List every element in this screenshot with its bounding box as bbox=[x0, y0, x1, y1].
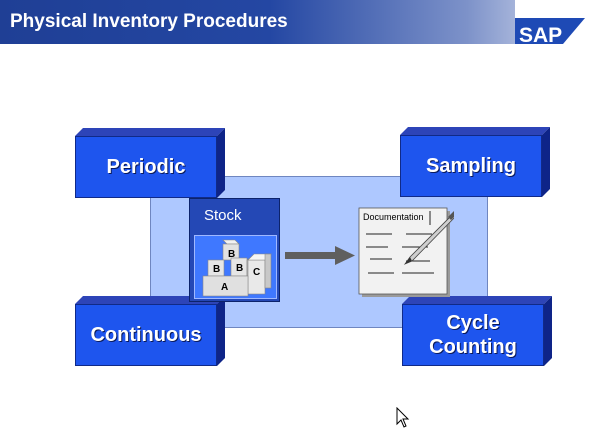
continuous-label: Continuous bbox=[75, 304, 217, 366]
sap-logo-text: SAP bbox=[519, 24, 562, 44]
crate-label: B bbox=[213, 264, 220, 275]
cycle-counting-line1: Cycle bbox=[446, 312, 500, 334]
cycle-counting-line2: Counting bbox=[429, 336, 517, 358]
pen-icon bbox=[403, 211, 454, 265]
stock-label: Stock bbox=[204, 207, 242, 224]
periodic-label: Periodic bbox=[75, 136, 217, 198]
continuous-box: Continuous bbox=[75, 296, 225, 366]
sampling-box: Sampling bbox=[400, 127, 550, 197]
page-title: Physical Inventory Procedures bbox=[10, 11, 288, 32]
cycle-counting-label: Cycle Counting bbox=[402, 304, 544, 366]
crates-icon: B B B C A bbox=[194, 235, 277, 299]
crate-label: A bbox=[221, 282, 228, 293]
periodic-box: Periodic bbox=[75, 128, 225, 198]
crate-label: B bbox=[228, 249, 235, 260]
documentation-sheet bbox=[358, 207, 454, 297]
documentation-title: Documentation bbox=[363, 212, 424, 222]
crate-label: B bbox=[236, 263, 243, 274]
sap-logo: SAP bbox=[515, 0, 599, 44]
header-bar: Physical Inventory Procedures SAP bbox=[0, 0, 599, 44]
cycle-counting-box: Cycle Counting bbox=[402, 296, 552, 366]
sampling-label: Sampling bbox=[400, 135, 542, 197]
arrow-right-icon bbox=[285, 246, 355, 265]
stock-card: Stock B B B C A bbox=[189, 198, 280, 302]
crate-top: B bbox=[222, 239, 240, 261]
mouse-cursor-icon bbox=[396, 407, 410, 428]
crate-label: C bbox=[253, 267, 260, 278]
